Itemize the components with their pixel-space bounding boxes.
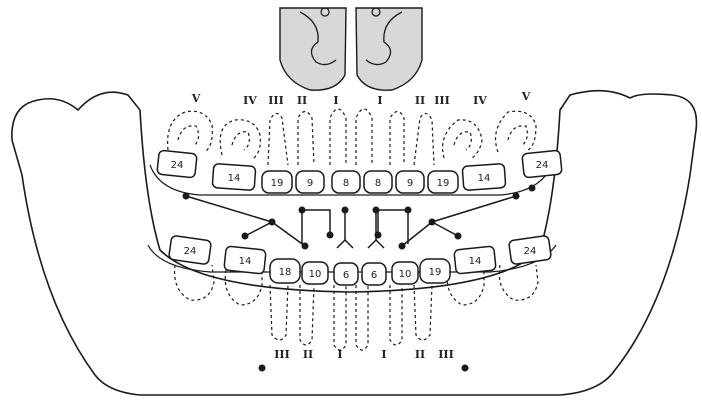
upper-tooth-number: 9 — [407, 178, 413, 189]
reference-dot — [429, 219, 436, 226]
upper-tooth-number: 19 — [271, 178, 284, 189]
upper-tooth-number: 8 — [375, 178, 381, 189]
lower-roman-label: II — [415, 348, 425, 361]
lower-tooth-number: 14 — [469, 256, 482, 267]
upper-roman-numerals: V IV III II I I II III IV V — [191, 90, 531, 107]
reference-dot — [242, 233, 249, 240]
lower-tooth-number: 19 — [429, 267, 442, 278]
reference-dot — [373, 207, 380, 214]
upper-tooth-crowns — [157, 150, 562, 193]
reference-dot — [405, 207, 412, 214]
upper-tooth-number: 14 — [478, 173, 491, 184]
upper-tooth-number: 9 — [307, 178, 313, 189]
lower-tooth-number: 24 — [184, 246, 197, 257]
upper-roman-label: IV — [473, 94, 487, 107]
upper-roman-label: I — [377, 94, 382, 107]
upper-roman-label: II — [297, 94, 307, 107]
reference-dot — [327, 232, 334, 239]
reference-dot — [399, 243, 406, 250]
reference-dot — [462, 365, 469, 372]
upper-roman-label: III — [434, 94, 449, 107]
upper-tooth-number: 24 — [536, 160, 549, 171]
reference-dot — [259, 365, 266, 372]
mandible-outline — [12, 91, 697, 395]
upper-roman-label: V — [191, 92, 201, 105]
reference-dot — [513, 193, 520, 200]
reference-dot — [375, 232, 382, 239]
upper-roman-label: III — [268, 94, 283, 107]
reference-dot — [455, 233, 462, 240]
upper-incisors-graphic — [280, 8, 422, 90]
lower-tooth-number: 18 — [279, 267, 292, 278]
upper-tooth-number: 24 — [171, 160, 184, 171]
lower-tooth-number: 24 — [524, 246, 537, 257]
lower-tooth-number: 6 — [371, 270, 377, 281]
upper-roman-label: I — [333, 94, 338, 107]
upper-roman-label: IV — [243, 94, 257, 107]
upper-tooth-number: 8 — [343, 178, 349, 189]
upper-tooth-number: 14 — [228, 173, 241, 184]
reference-dot — [342, 207, 349, 214]
upper-roman-label: II — [415, 94, 425, 107]
upper-roman-label: V — [521, 90, 531, 103]
upper-tooth-buds — [168, 109, 536, 165]
lower-tooth-number: 10 — [399, 269, 412, 280]
reference-dot — [269, 219, 276, 226]
reference-dot — [529, 185, 536, 192]
lower-roman-label: III — [438, 348, 453, 361]
lower-tooth-number: 10 — [309, 269, 322, 280]
connector-lines — [186, 196, 516, 248]
upper-tooth-number: 19 — [437, 178, 450, 189]
lower-roman-label: I — [381, 348, 386, 361]
lower-roman-label: III — [274, 348, 289, 361]
lower-roman-label: II — [303, 348, 313, 361]
lower-tooth-number: 14 — [239, 256, 252, 267]
reference-dot — [299, 207, 306, 214]
lower-tooth-number: 6 — [343, 270, 349, 281]
reference-dot — [183, 193, 190, 200]
lower-roman-label: I — [337, 348, 342, 361]
reference-dot — [302, 243, 309, 250]
